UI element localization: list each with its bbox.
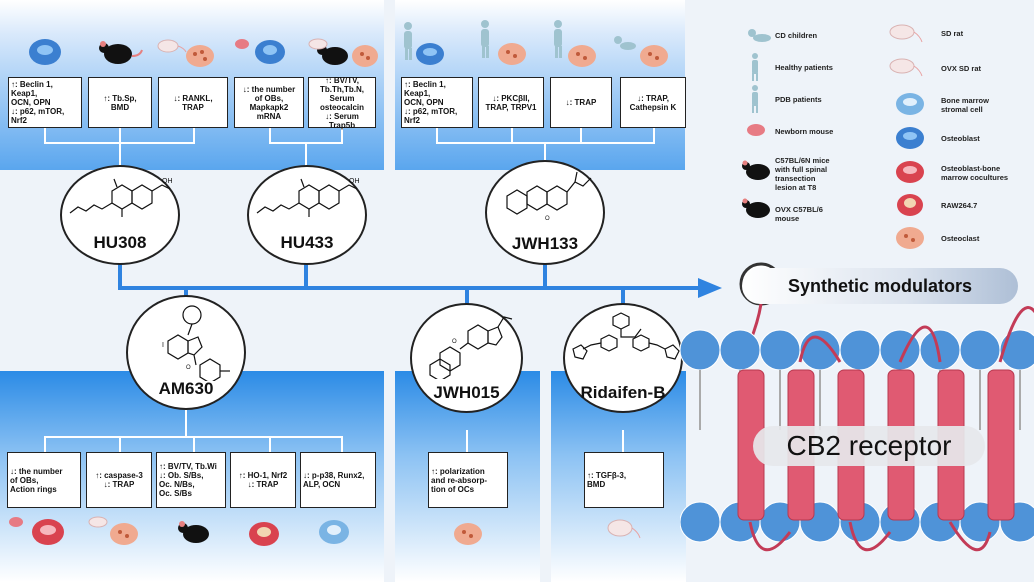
hu433-effect-box: ↓: the number of OBs, Mapkapk2 mRNA	[234, 77, 304, 128]
child-icon	[614, 36, 636, 50]
rat-icon	[308, 38, 328, 50]
black-mouse-icon	[178, 521, 209, 543]
am630-effect-box: ↓: p-p38, Runx2, ALP, OCN	[300, 452, 376, 508]
osteoclast-icon	[352, 45, 378, 67]
legend-label: Healthy patients	[775, 63, 833, 72]
jwh133-name: JWH133	[511, 234, 579, 253]
legend-label: OVX SD rat	[941, 64, 982, 73]
rat-icon	[88, 516, 108, 528]
osteoblast-icon	[416, 43, 444, 65]
black-mouse-icon	[742, 198, 770, 218]
osteoblast-icon	[255, 40, 285, 64]
am630-effect-box: ↑: HO-1, Nrf2 ↓: TRAP	[230, 452, 296, 508]
stromal-cell-icon	[896, 93, 924, 115]
svg-text:O: O	[186, 365, 191, 371]
raw-cell-icon	[249, 522, 279, 546]
jwh133-circle: O JWH133	[485, 160, 605, 265]
legend-label: OVX C57BL/6 mouse	[775, 205, 823, 223]
hu433-effect-box: ↑: BV/TV, Tb.Th,Tb.N, Serum osteocalcin …	[308, 76, 376, 130]
coculture-icon	[32, 519, 64, 545]
helices	[737, 369, 1015, 521]
ridaifen-circle: Ridaifen-B	[563, 303, 683, 413]
ridaifen-effect-box: ↑: TGFβ-3, BMD	[584, 452, 664, 508]
hu433-name: HU433	[280, 233, 334, 252]
hu308-structure: OH	[69, 178, 173, 217]
jwh133-effect-box: ↓: PKCβII, TRAP, TRPV1	[478, 77, 544, 128]
legend-label: Osteoblast-bone marrow cocultures	[941, 164, 1009, 182]
legend-label: Osteoblast	[941, 134, 980, 143]
rat-icon	[889, 58, 923, 77]
hu308-effect-box: ↓: RANKL, TRAP	[158, 77, 228, 128]
lipid-heads-top	[680, 329, 1034, 371]
person-icon	[554, 20, 562, 58]
am630-structure: I O	[162, 305, 230, 381]
osteoclast-icon	[640, 45, 668, 67]
svg-text:O: O	[545, 216, 550, 222]
jwh015-structure: O	[429, 316, 513, 379]
legend-label: SD rat	[941, 29, 964, 38]
jwh015-effect-box: ↑: polarization and re-absorp- tion of O…	[428, 452, 508, 508]
hu308-effect-box: ↑: Tb.Sp, BMD	[88, 77, 152, 128]
person-icon	[481, 20, 489, 58]
jwh015-name: JWH015	[433, 383, 500, 402]
svg-text:I: I	[162, 342, 164, 349]
svg-text:O: O	[452, 339, 457, 345]
newborn-mouse-icon	[747, 124, 765, 136]
hu433-circle: OH HU433	[247, 165, 367, 265]
am630-effect-box: ↑: caspase-3 ↓: TRAP	[86, 452, 152, 508]
raw-cell-icon	[897, 194, 923, 216]
legend-label: Newborn mouse	[775, 127, 834, 136]
ridaifen-structure	[572, 312, 680, 360]
coculture-icon	[896, 161, 924, 183]
osteoclast-icon	[186, 45, 214, 67]
am630-circle: I O AM630	[126, 295, 246, 410]
person-icon	[752, 85, 758, 113]
legend-label: RAW264.7	[941, 201, 978, 210]
osteoclast-icon	[454, 523, 482, 545]
rat-icon	[607, 519, 641, 539]
rat-icon	[157, 39, 187, 53]
hu433-structure: OH	[256, 178, 360, 217]
child-icon	[748, 29, 771, 42]
jwh015-circle: O JWH015	[410, 303, 523, 413]
am630-effect-box: ↓: the number of OBs, Action rings	[7, 452, 81, 508]
hu308-name: HU308	[93, 233, 147, 252]
ridaifen-name: Ridaifen-B	[580, 383, 666, 402]
osteoblast-icon	[896, 127, 924, 149]
svg-text:OH: OH	[162, 178, 173, 185]
osteoblast-icon	[29, 39, 61, 65]
jwh133-effect-box: ↑: Beclin 1, Keap1, OCN, OPN ↓: p62, mTO…	[401, 77, 473, 128]
am630-effect-box: ↑: BV/TV, Tb.Wi ↓: Ob. S/Bs, Oc. N/Bs, O…	[156, 452, 226, 508]
black-mouse-icon	[99, 41, 143, 64]
osteoclast-icon	[896, 227, 924, 249]
legend-label: Osteoclast	[941, 234, 980, 243]
hu308-effect-box: ↑: Beclin 1, Keap1, OCN, OPN ↓: p62, mTO…	[8, 77, 82, 128]
osteoclast-icon	[110, 523, 138, 545]
jwh133-effect-box: ↓: TRAP, Cathepsin K	[620, 77, 686, 128]
osteoclast-icon	[498, 43, 526, 65]
stromal-cell-icon	[319, 520, 349, 544]
legend-label: C57BL/6N mice with full spinal transecti…	[775, 156, 830, 192]
jwh133-effect-box: ↓: TRAP	[550, 77, 612, 128]
legend-label: CD children	[775, 31, 818, 40]
osteoclast-icon	[568, 45, 596, 67]
hu308-circle: OH HU308	[60, 165, 180, 265]
legend-label: PDB patients	[775, 95, 822, 104]
svg-text:OH: OH	[349, 178, 360, 185]
rat-icon	[889, 24, 923, 43]
legend-label: Bone marrow stromal cell	[941, 96, 989, 114]
cb2-receptor-label: CB2 receptor	[753, 426, 985, 466]
newborn-mouse-icon	[9, 517, 23, 527]
black-mouse-icon	[742, 160, 770, 180]
jwh133-structure: O	[506, 171, 592, 222]
person-icon	[404, 22, 412, 60]
newborn-mouse-icon	[235, 39, 249, 49]
synthetic-modulators-label: Synthetic modulators	[742, 268, 1018, 304]
person-icon	[752, 53, 758, 81]
am630-name: AM630	[158, 379, 214, 398]
